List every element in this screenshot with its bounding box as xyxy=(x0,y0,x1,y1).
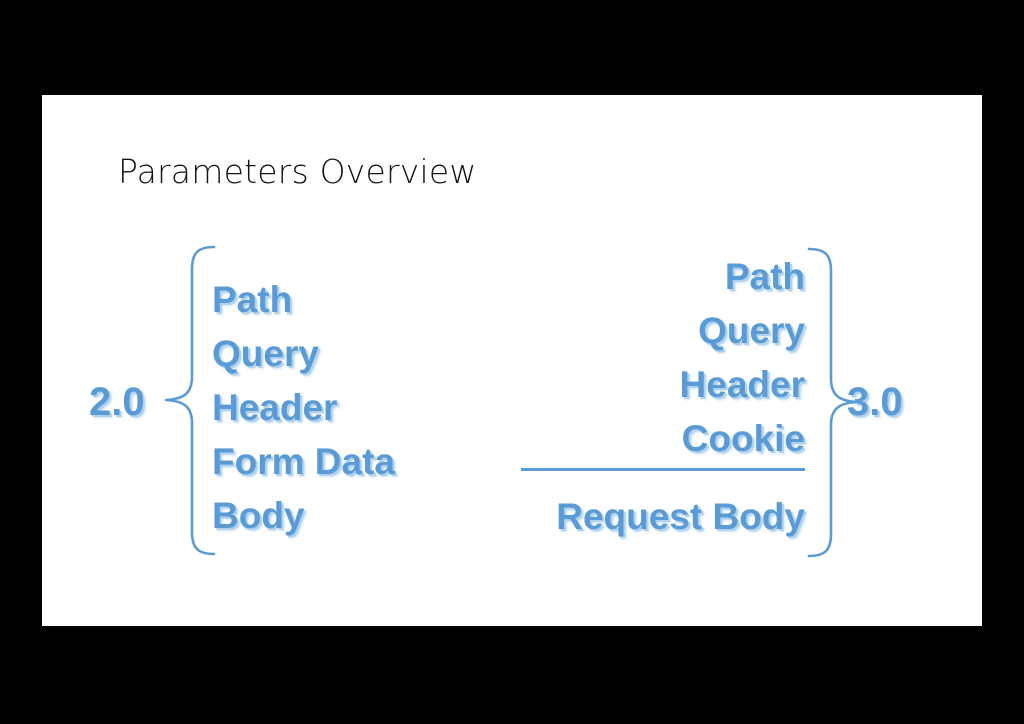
slide-card: Parameters Overview 2.0 Path Query Heade… xyxy=(42,95,982,626)
list-item: Path xyxy=(212,279,293,320)
list-item: Header xyxy=(212,387,338,428)
list-item: Request Body xyxy=(556,496,805,537)
list-item: Path xyxy=(724,256,805,297)
right-curly-brace-icon xyxy=(797,245,863,564)
group-divider xyxy=(521,468,805,471)
version-label-2: 2.0 xyxy=(89,380,145,424)
parameter-list-v3: Path Query Header Cookie xyxy=(421,250,805,466)
list-item: Header xyxy=(679,364,805,405)
list-item: Form Data xyxy=(212,441,395,482)
list-item: Cookie xyxy=(681,418,805,459)
parameter-list-v3-footer: Request Body xyxy=(421,490,805,544)
list-item: Query xyxy=(212,333,319,374)
page-title: Parameters Overview xyxy=(118,152,477,191)
list-item: Body xyxy=(212,495,305,536)
version-label-3: 3.0 xyxy=(847,380,903,424)
parameter-list-v2: Path Query Header Form Data Body xyxy=(212,273,395,543)
left-curly-brace-icon xyxy=(162,243,218,562)
list-item: Query xyxy=(698,310,805,351)
